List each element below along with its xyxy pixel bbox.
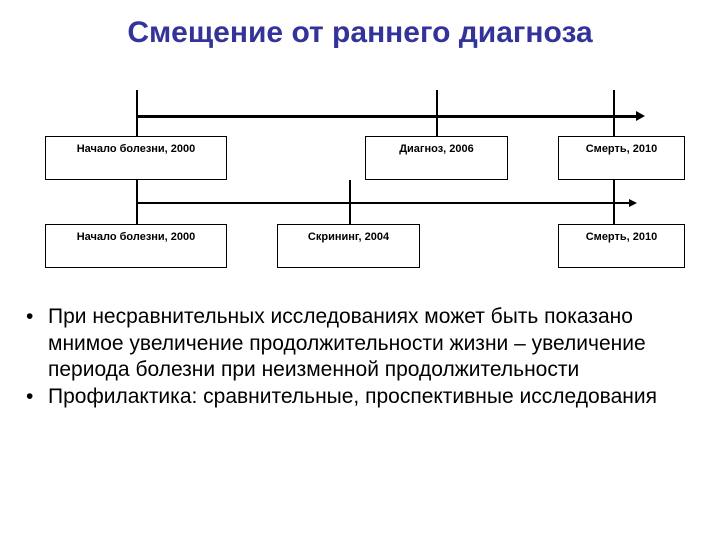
bullet-text-1: При несравнительных исследованиях может … <box>48 305 646 381</box>
timeline-tick-death-2 <box>613 180 615 226</box>
node-label-onset-2: Начало болезни, 2000 <box>76 231 196 243</box>
bullet-list: • При несравнительных исследованиях може… <box>18 304 708 410</box>
bullet-text-2: Профилактика: сравнительные, проспективн… <box>48 384 657 408</box>
node-box-death-2[interactable]: Смерть, 2010 <box>558 224 685 268</box>
bullet-item-1: • При несравнительных исследованиях може… <box>18 304 708 384</box>
timeline-tick-onset-2 <box>136 180 138 226</box>
bullet-marker-icon: • <box>26 384 34 408</box>
bullet-item-2: • Профилактика: сравнительные, проспекти… <box>18 384 708 411</box>
timeline-tick-death-1 <box>613 90 615 181</box>
timeline-tick-screening-2 <box>349 180 351 226</box>
timeline-tick-diagnosis-1 <box>436 90 438 136</box>
node-box-screening-2[interactable]: Скрининг, 2004 <box>277 224 420 268</box>
node-label-diagnosis-1: Диагноз, 2006 <box>399 143 474 155</box>
node-box-onset-1[interactable]: Начало болезни, 2000 <box>45 136 227 180</box>
timeline-axis-line-2 <box>137 202 633 204</box>
node-box-onset-2[interactable]: Начало болезни, 2000 <box>45 224 227 268</box>
node-label-death-2: Смерть, 2010 <box>585 231 658 243</box>
page-title: Смещение от раннего диагноза <box>127 16 593 49</box>
timeline-axis-line-1 <box>137 115 640 118</box>
bullet-marker-icon: • <box>26 305 34 328</box>
timeline-arrow-head-1 <box>636 111 645 121</box>
timeline-arrow-head-2 <box>629 199 637 207</box>
node-label-screening-2: Скрининг, 2004 <box>307 231 390 243</box>
node-box-death-1[interactable]: Смерть, 2010 <box>558 136 685 180</box>
node-label-death-1: Смерть, 2010 <box>585 143 658 155</box>
timeline-diagram: Начало болезни, 2000 Диагноз, 2006 Смерт… <box>45 90 685 268</box>
timeline-tick-onset-1 <box>136 90 138 181</box>
node-box-diagnosis-1[interactable]: Диагноз, 2006 <box>365 136 508 180</box>
node-label-onset-1: Начало болезни, 2000 <box>76 143 196 155</box>
